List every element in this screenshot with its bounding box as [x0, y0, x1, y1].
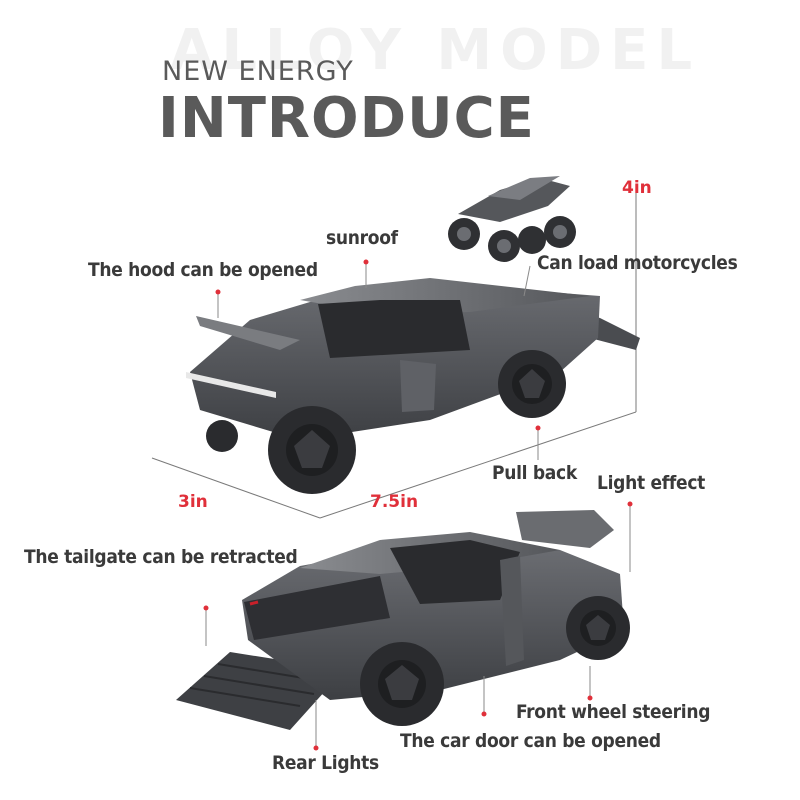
- front-wheel-label: Front wheel steering: [516, 701, 711, 723]
- dimension-lines: [151, 192, 637, 519]
- sunroof-label: sunroof: [326, 227, 398, 249]
- marker-dots: [203, 259, 633, 751]
- rear-lights-label: Rear Lights: [272, 752, 379, 774]
- pull-back-label: Pull back: [492, 462, 577, 484]
- watermark-text: ALLOY MODEL: [170, 18, 701, 83]
- length-dimension: 7.5in: [370, 492, 419, 512]
- light-effect-label: Light effect: [597, 472, 706, 494]
- page-title: INTRODUCE: [158, 86, 535, 151]
- height-dimension: 4in: [622, 178, 652, 198]
- tailgate-label: The tailgate can be retracted: [24, 546, 298, 568]
- door-label: The car door can be opened: [400, 730, 661, 752]
- bottom-truck-model: [176, 510, 630, 730]
- atv-model: [448, 176, 576, 262]
- subtitle: NEW ENERGY: [162, 56, 354, 87]
- top-truck-model: [186, 278, 640, 494]
- leader-lines: [205, 262, 631, 748]
- hood-label: The hood can be opened: [88, 259, 318, 281]
- width-dimension: 3in: [178, 492, 208, 512]
- motorcycle-label: Can load motorcycles: [537, 252, 738, 274]
